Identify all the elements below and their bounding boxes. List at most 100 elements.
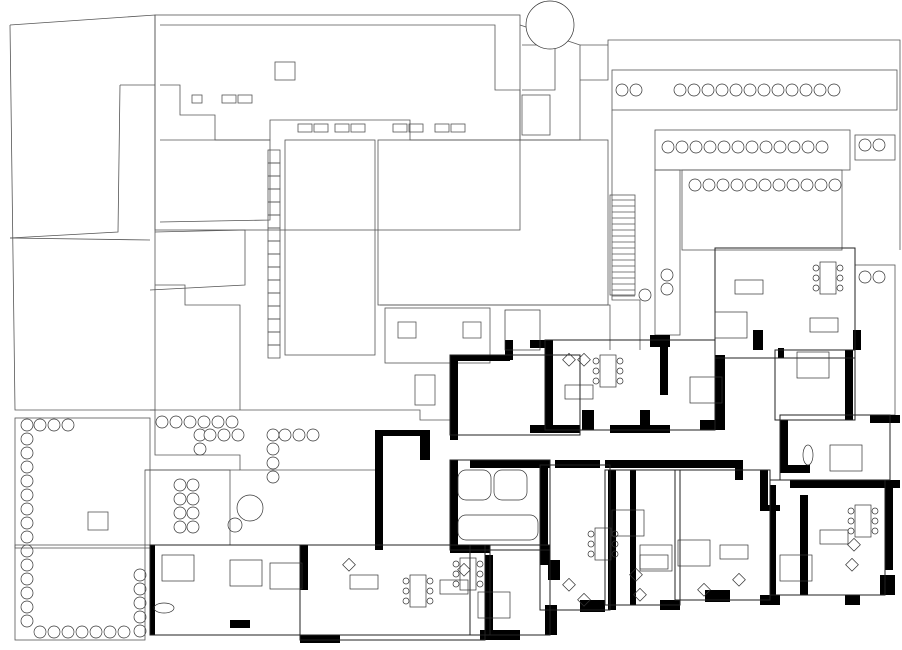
chair xyxy=(402,597,410,605)
wall xyxy=(880,575,895,595)
wall xyxy=(555,460,600,468)
shrub-icon xyxy=(20,460,34,474)
chair xyxy=(611,530,619,538)
chair xyxy=(587,530,595,538)
dining-table xyxy=(819,261,837,295)
wall xyxy=(753,330,763,350)
wall xyxy=(230,620,250,628)
shrub-icon xyxy=(744,178,758,192)
shrub-icon xyxy=(306,428,320,442)
chair xyxy=(812,284,820,292)
shrub-icon xyxy=(20,502,34,516)
shrub-icon xyxy=(660,268,674,282)
shrub-icon xyxy=(785,83,799,97)
wall xyxy=(545,605,557,635)
dining-table xyxy=(409,574,427,608)
shrub-icon xyxy=(701,83,715,97)
shrub-icon xyxy=(786,178,800,192)
wall xyxy=(380,430,420,436)
wall xyxy=(548,560,560,580)
chair xyxy=(812,274,820,282)
wall xyxy=(705,590,730,602)
shrub-icon xyxy=(292,428,306,442)
dining-table xyxy=(599,354,617,388)
chair xyxy=(836,274,844,282)
shrub-icon xyxy=(758,178,772,192)
chair xyxy=(611,550,619,558)
shrub-icon xyxy=(186,506,200,520)
wall xyxy=(780,420,788,470)
chair xyxy=(402,577,410,585)
shrub-icon xyxy=(729,83,743,97)
room-outline xyxy=(149,544,491,636)
chair xyxy=(611,540,619,548)
shrub-icon xyxy=(266,442,280,456)
room-outline xyxy=(774,349,856,421)
stair-tread xyxy=(267,266,281,281)
shrub-icon xyxy=(75,625,89,639)
wall xyxy=(660,335,668,395)
shrub-icon xyxy=(20,614,34,628)
room-outline xyxy=(604,469,681,606)
stair-tread xyxy=(267,279,281,294)
shrub-icon xyxy=(757,83,771,97)
chair xyxy=(847,507,855,515)
wall xyxy=(780,465,810,473)
room-outline xyxy=(714,247,856,359)
roof-hatch xyxy=(274,61,296,81)
room-outline xyxy=(469,544,551,636)
wall xyxy=(778,348,784,358)
shrub-icon xyxy=(688,178,702,192)
shrub-icon xyxy=(183,415,197,429)
shrub-icon xyxy=(186,492,200,506)
shrub-icon xyxy=(20,516,34,530)
chair xyxy=(587,540,595,548)
sofa xyxy=(639,554,669,570)
top-building-roof xyxy=(145,14,611,471)
wall xyxy=(540,465,548,550)
stair-tread xyxy=(267,240,281,255)
shrub-icon xyxy=(197,415,211,429)
chair xyxy=(592,377,600,385)
shrub-icon xyxy=(103,625,117,639)
chair xyxy=(871,527,879,535)
shrub-icon xyxy=(730,178,744,192)
chair xyxy=(871,507,879,515)
bed xyxy=(229,559,263,587)
wall xyxy=(630,470,636,605)
sofa xyxy=(439,579,469,595)
room-outline xyxy=(449,354,581,436)
shrub-icon xyxy=(20,530,34,544)
room-outline xyxy=(449,459,551,551)
chair xyxy=(476,570,484,578)
bed xyxy=(639,544,673,572)
shrub-icon xyxy=(813,83,827,97)
shrub-icon xyxy=(872,270,886,284)
chair xyxy=(871,517,879,525)
wall xyxy=(680,460,740,468)
wall xyxy=(300,545,308,590)
wall xyxy=(150,545,155,635)
chair xyxy=(476,560,484,568)
shrub-icon xyxy=(61,418,75,432)
shrub-icon xyxy=(20,586,34,600)
shrub-icon xyxy=(20,572,34,586)
wall xyxy=(853,330,861,350)
shrub-icon xyxy=(33,625,47,639)
shrub-icon xyxy=(169,415,183,429)
shrub-icon xyxy=(61,625,75,639)
bed xyxy=(161,554,195,582)
bed xyxy=(829,444,863,472)
chair xyxy=(812,264,820,272)
shrub-icon xyxy=(133,624,147,638)
sofa xyxy=(564,384,594,400)
plant-room xyxy=(504,309,541,351)
chair xyxy=(592,357,600,365)
wall xyxy=(845,350,853,420)
shrub-icon xyxy=(173,520,187,534)
shrub-icon xyxy=(173,506,187,520)
shrub-icon xyxy=(731,140,745,154)
bed xyxy=(689,376,723,404)
shrub-icon xyxy=(89,625,103,639)
chair xyxy=(847,517,855,525)
